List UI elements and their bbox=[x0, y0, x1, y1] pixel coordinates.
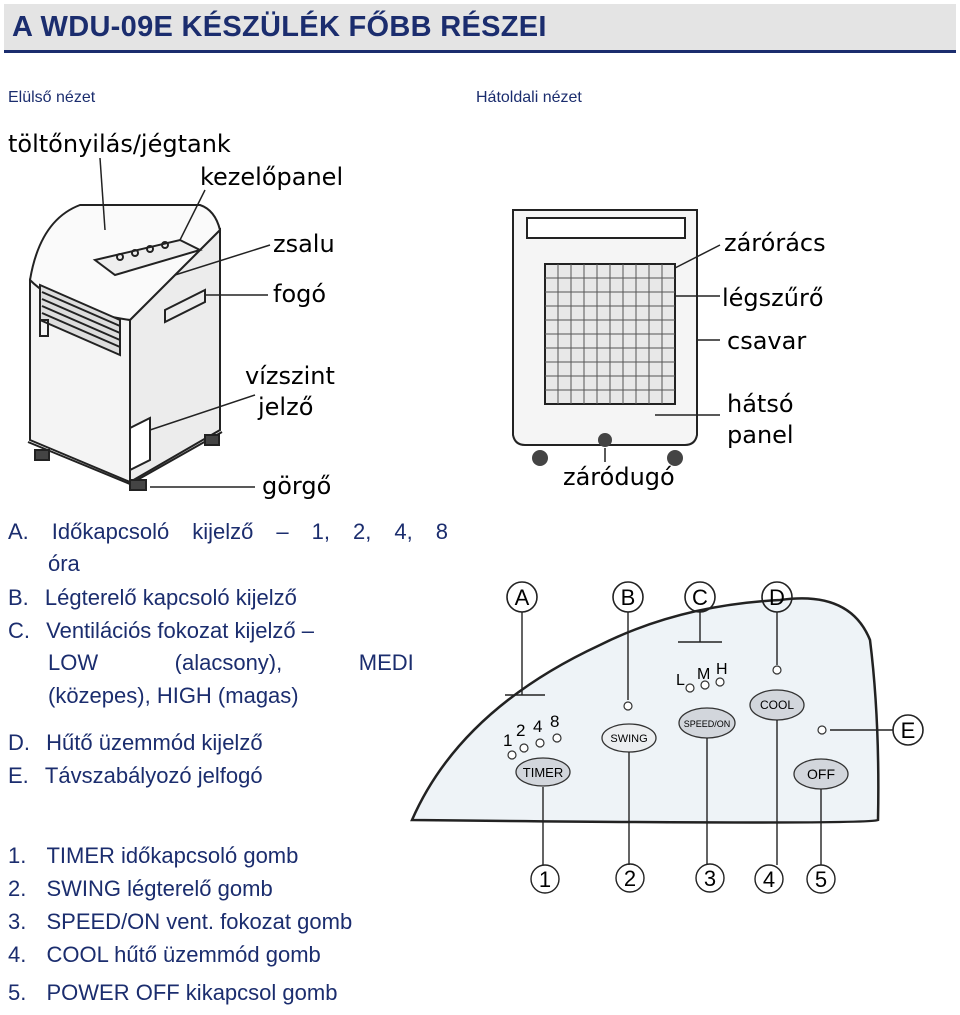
callout-screw: csavar bbox=[727, 327, 807, 355]
callout-grille: zárórács bbox=[724, 229, 826, 257]
front-view-label: Elülső nézet bbox=[8, 89, 96, 106]
callout-louver: zsalu bbox=[273, 230, 335, 258]
rear-view-drawing bbox=[505, 200, 835, 500]
callout-water-level-1: vízszint bbox=[245, 362, 335, 390]
cool-button-label: COOL bbox=[760, 698, 794, 712]
callout-handle: fogó bbox=[273, 280, 327, 308]
marker-c: C bbox=[692, 585, 708, 610]
marker-a: A bbox=[515, 585, 530, 610]
timer-button-label: TIMER bbox=[523, 765, 563, 780]
timer-hour-2: 2 bbox=[516, 721, 525, 740]
legend-item-c-line2: LOW (alacsony), MEDIUM bbox=[48, 652, 413, 674]
button-item-3: 3. SPEED/ON vent. fokozat gomb bbox=[8, 909, 353, 934]
control-panel-diagram: A B C D E 1 2 4 8 L M H bbox=[400, 570, 955, 900]
button-item-2: 2. SWING légterelő gomb bbox=[8, 876, 273, 901]
callout-wheel: görgő bbox=[262, 472, 332, 500]
timer-hour-1: 1 bbox=[503, 731, 512, 750]
speed-medium: M bbox=[697, 666, 710, 683]
callout-filler: töltőnyilás/jégtank bbox=[8, 130, 231, 158]
page-title: A WDU-09E KÉSZÜLÉK FŐBB RÉSZEI bbox=[12, 11, 547, 43]
marker-b: B bbox=[621, 585, 636, 610]
speed-low: L bbox=[676, 672, 685, 689]
marker-e: E bbox=[901, 718, 916, 743]
front-view-drawing bbox=[0, 110, 460, 500]
number-4: 4 bbox=[763, 867, 775, 892]
number-2: 2 bbox=[624, 866, 636, 891]
legend-item-b: B. Légterelő kapcsoló kijelző bbox=[8, 585, 297, 610]
legend-item-d: D. Hűtő üzemmód kijelző bbox=[8, 730, 263, 755]
timer-hour-8: 8 bbox=[550, 712, 559, 731]
page-header: A WDU-09E KÉSZÜLÉK FŐBB RÉSZEI bbox=[4, 4, 956, 53]
callout-drain-plug: záródugó bbox=[563, 463, 675, 491]
button-item-5: 5. POWER OFF kikapcsol gomb bbox=[8, 980, 338, 1005]
legend-item-a: A. Időkapcsoló kijelző – 1, 2, 4, 8 bbox=[8, 519, 448, 544]
swing-button-label: SWING bbox=[610, 733, 647, 745]
legend-item-e: E. Távszabályozó jelfogó bbox=[8, 763, 263, 788]
panel-outline bbox=[410, 597, 880, 824]
callout-air-filter: légszűrő bbox=[722, 284, 824, 312]
speed-on-button-label: SPEED/ON bbox=[684, 719, 731, 729]
callout-rear-1: hátsó bbox=[727, 390, 794, 418]
number-3: 3 bbox=[704, 866, 716, 891]
off-button-label: OFF bbox=[807, 766, 835, 782]
button-item-4: 4. COOL hűtő üzemmód gomb bbox=[8, 942, 321, 967]
callout-rear-2: panel bbox=[727, 421, 794, 449]
legend-item-c: C. Ventilációs fokozat kijelző – bbox=[8, 618, 314, 643]
speed-high: H bbox=[716, 661, 728, 678]
legend-item-c-line3: (közepes), HIGH (magas) bbox=[48, 683, 299, 708]
timer-hour-4: 4 bbox=[533, 717, 542, 736]
callout-control-panel: kezelőpanel bbox=[200, 163, 344, 191]
callout-water-level-2: jelző bbox=[258, 393, 314, 421]
marker-d: D bbox=[769, 585, 785, 610]
rear-view-label: Hátoldali nézet bbox=[476, 89, 582, 106]
number-5: 5 bbox=[815, 867, 827, 892]
timer-button[interactable] bbox=[515, 757, 571, 787]
button-item-1: 1. TIMER időkapcsoló gomb bbox=[8, 843, 299, 868]
legend-item-a-cont: óra bbox=[48, 551, 80, 576]
number-1: 1 bbox=[539, 867, 551, 892]
